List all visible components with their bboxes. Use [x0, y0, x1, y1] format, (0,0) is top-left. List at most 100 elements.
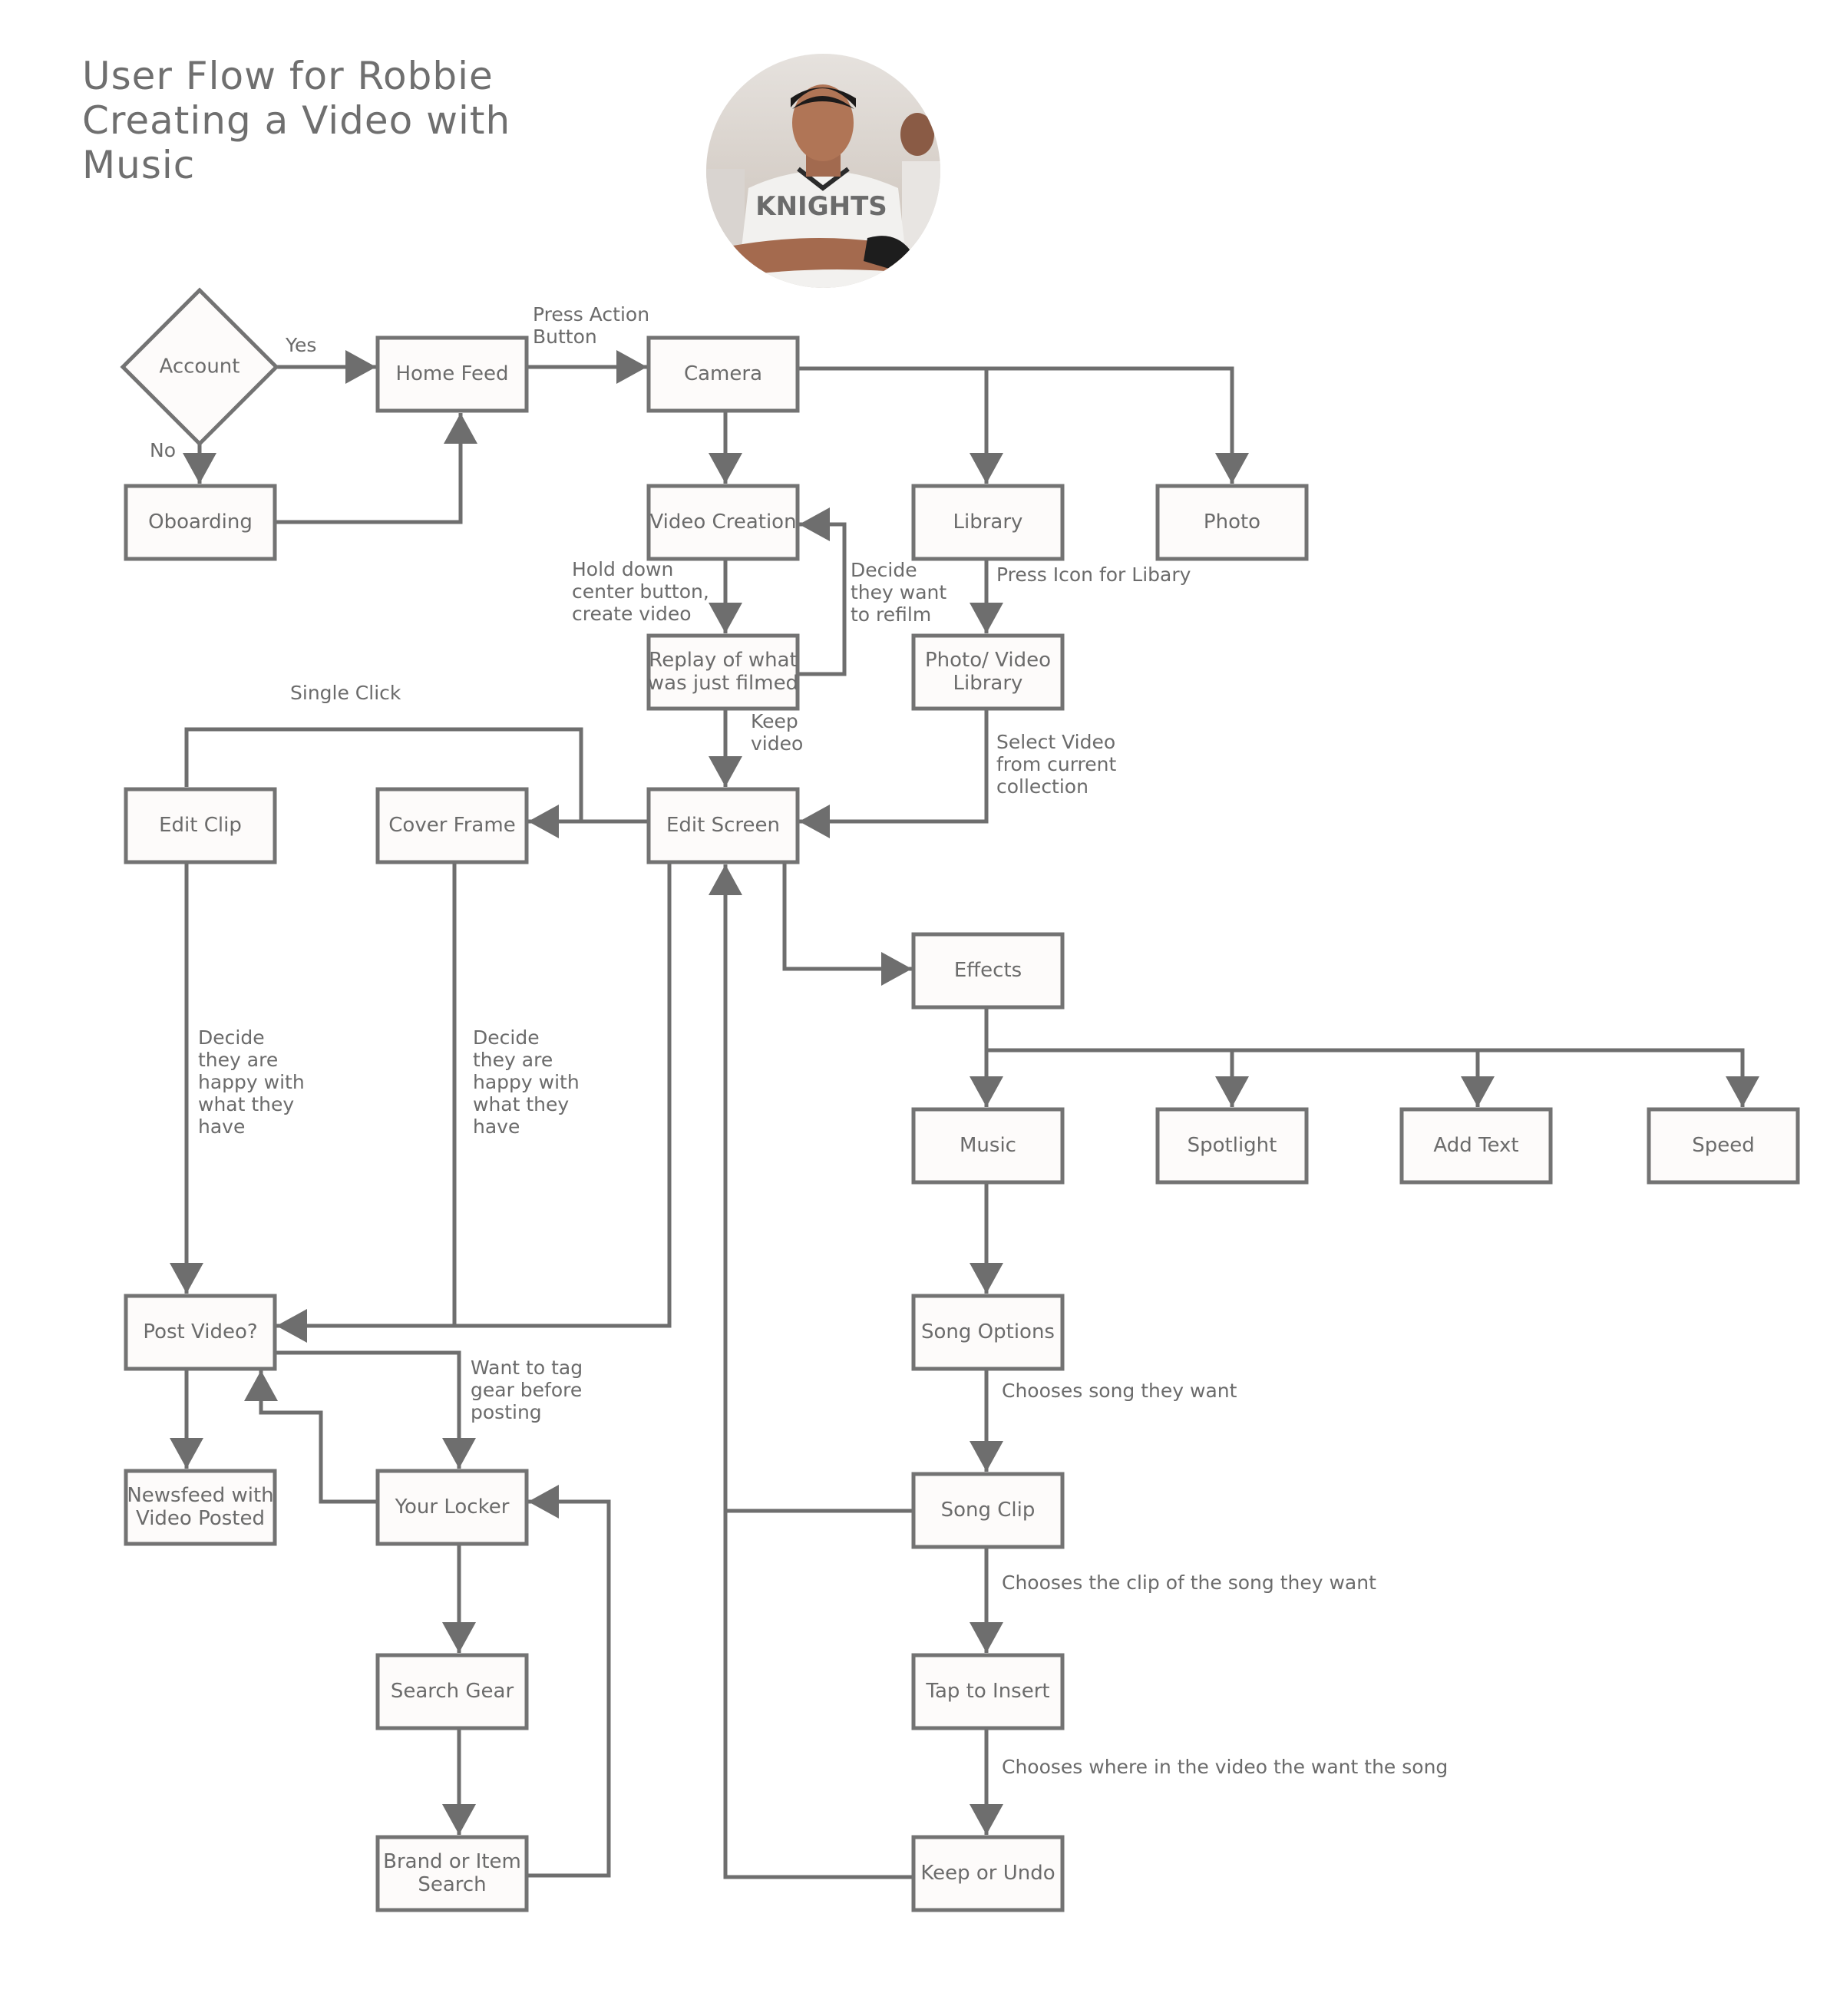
node-video-creation: Video Creation	[646, 484, 800, 561]
node-label: Add Text	[1433, 1134, 1518, 1157]
node-label: was just filmed	[648, 672, 798, 695]
arrow-head-icon	[970, 1441, 1003, 1472]
arrow-head-icon	[709, 603, 742, 633]
edge-label-line: Decide	[851, 559, 917, 581]
flow-connector	[986, 1048, 1234, 1107]
edge-label-line: Chooses the clip of the song they want	[1002, 1571, 1376, 1594]
arrow-head-icon	[528, 1485, 559, 1519]
process-box	[911, 484, 1065, 561]
arrow-head-icon	[442, 1804, 476, 1835]
flow-connector	[275, 1350, 461, 1469]
edge-label-line: what they	[473, 1093, 569, 1115]
node-label: Music	[960, 1134, 1016, 1157]
node-label: Effects	[954, 959, 1022, 982]
edge-label-line: Select Video	[996, 731, 1115, 753]
node-tap-to-insert: Tap to Insert	[911, 1653, 1065, 1730]
node-edit-screen: Edit Screen	[646, 787, 800, 864]
arrow-head-icon	[1726, 1076, 1759, 1107]
flow-connector	[799, 709, 989, 824]
node-label: Keep or Undo	[920, 1862, 1055, 1885]
arrow-head-icon	[276, 1309, 307, 1343]
process-box	[375, 1469, 529, 1546]
process-box	[911, 1107, 1065, 1185]
node-edit-clip: Edit Clip	[124, 787, 277, 864]
node-label: Video Posted	[136, 1507, 265, 1530]
process-box	[375, 1653, 529, 1730]
node-label: Video Creation	[649, 511, 796, 534]
arrow-head-icon	[970, 1076, 1003, 1107]
node-label: Library	[953, 672, 1023, 695]
decision-shape	[120, 287, 279, 447]
edge-label-line: Decide	[198, 1026, 265, 1049]
node-label: Photo/ Video	[925, 649, 1051, 672]
edge-label-line: happy with	[473, 1071, 580, 1093]
edge-label-line: collection	[996, 775, 1088, 798]
process-box	[1399, 1107, 1553, 1185]
arrow-head-icon	[442, 1438, 476, 1469]
node-label: Edit Screen	[666, 814, 780, 837]
edge-label-line: from current	[996, 753, 1117, 775]
title-line-1: User Flow for Robbie	[82, 54, 494, 98]
node-label: Camera	[684, 362, 762, 385]
edge-label-line: Chooses where in the video the want the …	[1002, 1756, 1448, 1778]
arrow-head-icon	[881, 952, 912, 986]
process-box	[911, 1472, 1065, 1549]
flow-connector	[1478, 1048, 1745, 1107]
arrow-head-icon	[616, 350, 647, 384]
node-label: Oboarding	[148, 511, 253, 534]
process-box	[375, 787, 529, 864]
arrow-head-icon	[709, 453, 742, 484]
arrow-head-icon	[442, 1622, 476, 1653]
node-add-text: Add Text	[1399, 1107, 1553, 1185]
edge-label-line: Press Action	[533, 303, 649, 326]
edge-label-line: have	[473, 1115, 520, 1138]
process-box	[1155, 1107, 1309, 1185]
node-effects: Effects	[911, 932, 1065, 1010]
node-account: Account	[120, 287, 279, 447]
flow-connector	[1232, 1048, 1480, 1107]
jersey-text: KNIGHTS	[755, 191, 887, 222]
edge-label-line: Single Click	[290, 682, 401, 704]
node-label: Search Gear	[391, 1680, 514, 1703]
node-label: Tap to Insert	[925, 1680, 1049, 1703]
node-cover-frame: Cover Frame	[375, 787, 529, 864]
node-library: Library	[911, 484, 1065, 561]
node-music: Music	[911, 1107, 1065, 1185]
node-label: Photo	[1204, 511, 1260, 534]
edge-label-press-icon: Press Icon for Libary	[996, 563, 1191, 586]
edge-label-line: they are	[198, 1049, 278, 1071]
arrow-head-icon	[709, 864, 742, 895]
edge-label-chooses-clip: Chooses the clip of the song they want	[1002, 1571, 1376, 1594]
flow-connector	[276, 862, 672, 1328]
edge-label-line: center button,	[572, 580, 709, 603]
process-box	[911, 633, 1065, 711]
arrow-head-icon	[970, 1263, 1003, 1294]
edge-label-line: Chooses song they want	[1002, 1380, 1237, 1402]
node-label: Song Options	[921, 1320, 1055, 1343]
node-speed: Speed	[1647, 1107, 1800, 1185]
node-post-video: Post Video?	[124, 1294, 277, 1371]
flow-connector	[184, 727, 583, 821]
edge-label-line: posting	[471, 1401, 542, 1423]
process-box	[911, 1835, 1065, 1912]
process-box	[911, 1294, 1065, 1371]
edge-layer	[170, 350, 1759, 1879]
node-label: Post Video?	[143, 1320, 257, 1343]
node-label: Cover Frame	[388, 814, 515, 837]
edge-label-line: they want	[851, 581, 946, 603]
flow-connector	[782, 862, 912, 971]
process-box	[124, 1469, 277, 1546]
flow-connector	[798, 522, 847, 676]
title-line-3: Music	[82, 143, 196, 187]
node-song-options: Song Options	[911, 1294, 1065, 1371]
edge-label-line: No	[150, 439, 176, 461]
process-box	[375, 1835, 529, 1912]
process-box	[646, 633, 800, 711]
process-box	[1647, 1107, 1800, 1185]
edge-label-line: video	[751, 732, 803, 755]
